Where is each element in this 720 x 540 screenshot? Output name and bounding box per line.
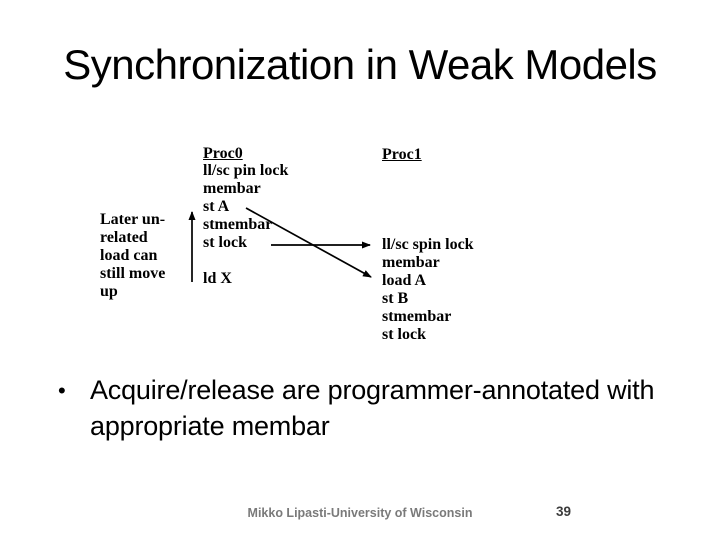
bullet-item: • Acquire/release are programmer-annotat… [58,372,668,444]
page-number: 39 [556,504,572,519]
diagram-left-caption: Later un- related load can still move up [100,211,166,300]
diagram-arrows [188,207,372,282]
proc0-heading: Proc0 [203,145,243,162]
bullet-marker: • [58,378,66,403]
slide-title: Synchronization in Weak Models [63,41,657,88]
footer-credit: Mikko Lipasti-University of Wisconsin [247,506,473,520]
proc0-instruction-list: ll/sc pin lock membar st A stmembar st l… [203,162,289,287]
proc1-heading: Proc1 [382,146,422,163]
proc1-instruction-list: ll/sc spin lock membar load A st B stmem… [382,236,474,343]
bullet-text: Acquire/release are programmer-annotated… [90,375,655,441]
diagonal-arrow-icon [245,207,372,278]
